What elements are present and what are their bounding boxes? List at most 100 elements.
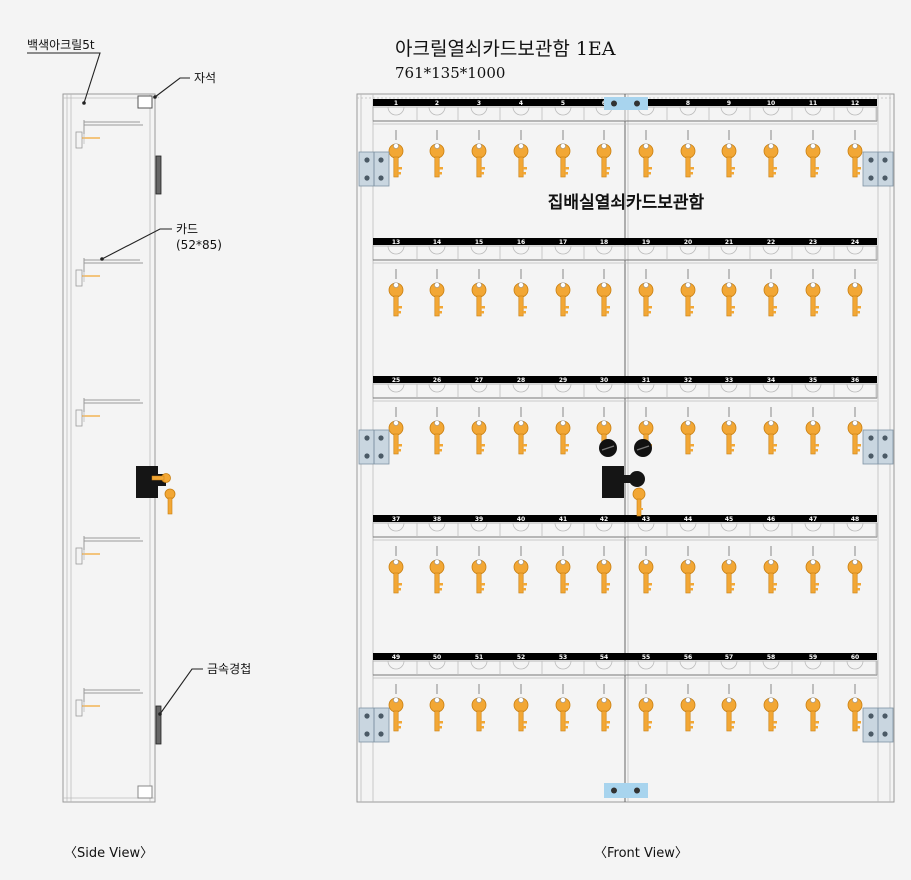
key-slot[interactable]: 12	[846, 100, 877, 178]
key-slot[interactable]: 51	[470, 654, 501, 732]
key-slot[interactable]: 20	[679, 239, 710, 317]
front-view: 1234567891011121314151617181920212223242…	[356, 93, 895, 861]
lock-body	[602, 466, 624, 498]
key-slot[interactable]: 17	[554, 239, 585, 317]
key-slot[interactable]: 49	[387, 654, 418, 732]
key-slot[interactable]: 43	[637, 516, 668, 594]
key-slot[interactable]: 18	[595, 239, 626, 317]
slot-number: 2	[435, 100, 439, 107]
key-slot[interactable]: 32	[679, 377, 710, 455]
slot-number: 52	[517, 654, 525, 661]
slot-number: 36	[851, 377, 859, 384]
key-slot[interactable]: 26	[428, 377, 459, 455]
key-icon	[388, 697, 404, 732]
key-icon	[721, 420, 737, 455]
key-slot[interactable]: 45	[720, 516, 751, 594]
key-slot[interactable]: 40	[512, 516, 543, 594]
key-icon	[471, 282, 487, 317]
key-slot[interactable]: 54	[595, 654, 626, 732]
key-slot[interactable]: 19	[637, 239, 668, 317]
slot-number: 45	[725, 516, 733, 523]
label-bar	[373, 238, 877, 245]
key-slot[interactable]: 27	[470, 377, 501, 455]
key-slot[interactable]: 13	[387, 239, 418, 317]
key-slot[interactable]: 1	[387, 100, 418, 178]
key-slot[interactable]: 60	[846, 654, 877, 732]
key-slot[interactable]: 22	[762, 239, 793, 317]
key-slot[interactable]: 14	[428, 239, 459, 317]
key-slot[interactable]: 41	[554, 516, 585, 594]
key-slot[interactable]: 21	[720, 239, 751, 317]
hinge-icon	[358, 429, 390, 465]
key-slot[interactable]: 28	[512, 377, 543, 455]
callout-magnet-leader	[154, 77, 190, 98]
slot-number: 55	[642, 654, 650, 661]
key-slot[interactable]: 57	[720, 654, 751, 732]
key-slot[interactable]: 36	[846, 377, 877, 455]
key-icon	[805, 420, 821, 455]
side-shelf	[75, 120, 143, 149]
key-slot[interactable]: 3	[470, 100, 501, 178]
key-icon	[555, 697, 571, 732]
key-slot[interactable]: 39	[470, 516, 501, 594]
key-icon	[429, 697, 445, 732]
key-icon	[429, 282, 445, 317]
key-slot[interactable]: 16	[512, 239, 543, 317]
key-icon	[680, 282, 696, 317]
key-slot[interactable]: 7	[637, 100, 668, 178]
hinge-icon	[358, 151, 390, 187]
key-slot[interactable]: 56	[679, 654, 710, 732]
key-slot[interactable]: 25	[387, 377, 418, 455]
key-icon	[596, 697, 612, 732]
key-slot[interactable]: 29	[554, 377, 585, 455]
key-slot[interactable]: 10	[762, 100, 793, 178]
key-slot[interactable]: 52	[512, 654, 543, 732]
key-slot[interactable]: 50	[428, 654, 459, 732]
key-slot[interactable]: 42	[595, 516, 626, 594]
key-icon	[680, 420, 696, 455]
slot-number: 50	[433, 654, 441, 661]
key-icon	[513, 559, 529, 594]
slot-number: 16	[517, 239, 525, 246]
key-slot[interactable]: 2	[428, 100, 459, 178]
side-cabinet-outline	[62, 93, 156, 803]
hinge-icon	[862, 429, 894, 465]
key-slot[interactable]: 46	[762, 516, 793, 594]
key-slot[interactable]: 55	[637, 654, 668, 732]
key-slot[interactable]: 37	[387, 516, 418, 594]
key-slot[interactable]: 59	[804, 654, 835, 732]
key-slot[interactable]: 24	[846, 239, 877, 317]
key-icon	[471, 559, 487, 594]
key-slot[interactable]: 15	[470, 239, 501, 317]
slot-number: 38	[433, 516, 441, 523]
slot-number: 5	[561, 100, 565, 107]
key-slot[interactable]: 58	[762, 654, 793, 732]
key-slot[interactable]: 9	[720, 100, 751, 178]
slot-number: 47	[809, 516, 817, 523]
key-slot[interactable]: 11	[804, 100, 835, 178]
key-slot[interactable]: 53	[554, 654, 585, 732]
slot-number: 35	[809, 377, 817, 384]
key-slot[interactable]: 44	[679, 516, 710, 594]
key-slot[interactable]: 35	[804, 377, 835, 455]
key-slot[interactable]: 34	[762, 377, 793, 455]
slot-number: 26	[433, 377, 441, 384]
key-slot[interactable]: 33	[720, 377, 751, 455]
key-icon	[388, 143, 404, 178]
key-slot[interactable]: 23	[804, 239, 835, 317]
slot-number: 13	[392, 239, 400, 246]
key-slot[interactable]: 4	[512, 100, 543, 178]
slot-number: 34	[767, 377, 775, 384]
slot-number: 60	[851, 654, 859, 661]
key-icon	[847, 143, 863, 178]
key-slot[interactable]: 47	[804, 516, 835, 594]
key-slot[interactable]: 6	[595, 100, 626, 178]
key-slot[interactable]: 8	[679, 100, 710, 178]
key-slot[interactable]: 5	[554, 100, 585, 178]
side-lock-body	[136, 466, 158, 498]
key-slot[interactable]: 48	[846, 516, 877, 594]
key-icon	[763, 143, 779, 178]
key-icon	[847, 282, 863, 317]
key-slot[interactable]: 38	[428, 516, 459, 594]
key-icon	[388, 282, 404, 317]
